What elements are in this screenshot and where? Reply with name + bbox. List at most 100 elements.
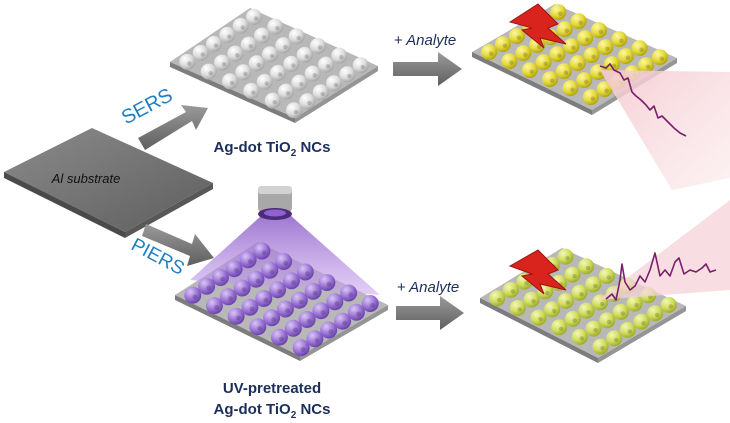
nanocrystal-sphere	[267, 19, 283, 35]
nanocrystal-sphere	[283, 56, 299, 72]
ag-dot	[209, 71, 213, 75]
nanocrystal-sphere	[536, 54, 552, 70]
ag-dot	[626, 56, 630, 60]
ag-dot	[361, 65, 365, 69]
ag-dot	[293, 328, 298, 333]
nanocrystal-sphere	[275, 37, 291, 53]
substrate-label: Al substrate	[51, 171, 121, 186]
nanocrystal-sphere	[522, 62, 538, 78]
ag-dot	[334, 83, 338, 87]
ag-dot	[250, 307, 255, 312]
ag-dot	[517, 36, 521, 40]
nanocrystal-sphere	[289, 28, 305, 44]
ag-dot	[584, 80, 588, 84]
ag-dot	[571, 46, 575, 50]
ag-dot	[543, 62, 547, 66]
ag-dot	[593, 284, 597, 288]
bottom-caption-line1: UV-pretreated	[223, 380, 321, 397]
ag-dot	[315, 338, 320, 343]
ag-dot	[558, 12, 562, 16]
nanocrystal-sphere	[249, 318, 266, 335]
ag-dot	[621, 311, 625, 315]
nanocrystal-sphere	[604, 56, 620, 72]
ag-dot	[545, 291, 549, 295]
ag-dot	[557, 54, 561, 58]
analyte-label-bottom: + Analyte	[397, 279, 459, 296]
ag-dot	[193, 295, 198, 300]
nanocrystal-sphere	[503, 282, 519, 298]
nanocrystal-sphere	[565, 267, 581, 283]
ag-dot	[214, 43, 218, 47]
nanocrystal-sphere	[586, 321, 602, 337]
ag-dot	[531, 299, 535, 303]
nanocrystal-sphere	[593, 339, 609, 355]
ag-dot	[570, 88, 574, 92]
ag-dot	[321, 310, 326, 315]
nanocrystal-sphere	[661, 297, 677, 313]
bottom-caption-line2: Ag-dot TiO2 NCs	[214, 401, 331, 421]
nanocrystal-sphere	[293, 339, 310, 356]
ag-dot	[550, 79, 554, 83]
ag-dot	[503, 44, 507, 48]
ag-dot	[573, 318, 577, 322]
al-substrate: Al substrate	[4, 128, 213, 238]
nanocrystal-sphere	[243, 83, 259, 99]
arrow-icon	[393, 52, 462, 86]
nanocrystal-sphere	[599, 268, 615, 284]
ag-dot	[523, 53, 527, 57]
ag-dot	[580, 336, 584, 340]
nanocrystal-sphere	[222, 73, 238, 89]
ag-dot	[655, 313, 659, 317]
ag-dot	[578, 21, 582, 25]
ag-dot	[646, 65, 650, 69]
nanocrystal-sphere	[297, 47, 313, 63]
ag-dot	[572, 274, 576, 278]
ag-dot	[565, 29, 569, 33]
nanocrystal-sphere	[291, 75, 307, 91]
nanocrystal-sphere	[286, 102, 302, 118]
ag-dot	[220, 277, 225, 282]
nanocrystal-sphere	[310, 38, 326, 54]
ag-dot	[593, 328, 597, 332]
nanocrystal-sphere	[271, 329, 288, 346]
nanocrystal-sphere	[652, 49, 668, 65]
nanocrystal-sphere	[647, 305, 663, 321]
ag-dot	[348, 292, 353, 297]
nanocrystal-sphere	[265, 93, 281, 109]
ag-dot	[511, 289, 515, 293]
ag-dot	[347, 74, 351, 78]
ag-dot	[249, 44, 253, 48]
arrow-icon	[396, 296, 464, 330]
nanocrystal-sphere	[318, 57, 334, 73]
ag-dot	[285, 308, 290, 313]
nanocrystal-sphere	[557, 21, 573, 37]
nanocrystal-sphere	[179, 54, 195, 70]
nanocrystal-sphere	[228, 308, 245, 325]
ag-dot	[279, 337, 284, 342]
nanocrystal-sphere	[353, 57, 369, 73]
nanocrystal-sphere	[254, 28, 270, 44]
nanocrystal-sphere	[597, 39, 613, 55]
ag-dot	[271, 317, 276, 322]
ag-dot	[256, 279, 261, 284]
ag-dot	[313, 291, 318, 296]
ag-dot	[600, 346, 604, 350]
nanocrystal-sphere	[305, 66, 321, 82]
ag-dot	[264, 298, 269, 303]
nanocrystal-sphere	[544, 301, 560, 317]
ag-dot	[559, 327, 563, 331]
ag-dot	[509, 61, 513, 65]
ag-dot	[524, 281, 528, 285]
ag-dot	[607, 320, 611, 324]
ag-dot	[518, 307, 522, 311]
nanocrystal-sphere	[565, 311, 581, 327]
ag-dot	[222, 62, 226, 66]
nanocrystal-sphere	[613, 304, 629, 320]
nanocrystal-sphere	[206, 297, 223, 314]
nanocrystal-sphere	[206, 36, 222, 52]
nanocrystal-sphere	[510, 300, 526, 316]
nanocrystal-sphere	[531, 310, 547, 326]
nanocrystal-sphere	[184, 287, 201, 304]
nanocrystal-sphere	[270, 65, 286, 81]
nanocrystal-sphere	[611, 31, 627, 47]
